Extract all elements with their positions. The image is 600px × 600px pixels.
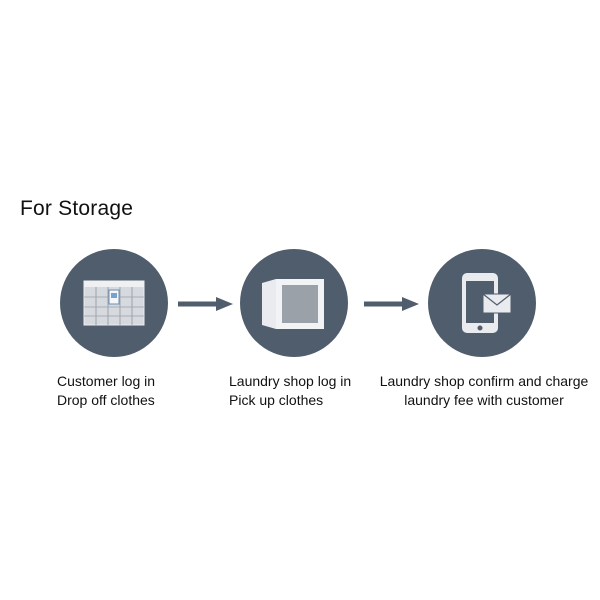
- step-1-caption-line-1: Customer log in: [57, 373, 156, 389]
- step-2-caption-line-2: Pick up clothes: [229, 392, 324, 408]
- arrow-1-icon: [178, 297, 233, 311]
- locker-door-open-icon: [262, 279, 324, 329]
- step-2-circle: [240, 249, 348, 357]
- step-3-circle: [428, 249, 536, 357]
- step-2-caption-line-1: Laundry shop log in: [229, 373, 352, 389]
- step-3-caption-line-1: Laundry shop confirm and charge: [379, 373, 589, 389]
- step-1-circle: [60, 249, 168, 357]
- phone-message-icon: [462, 273, 512, 333]
- locker-icon: [83, 280, 145, 326]
- step-3-caption: Laundry shop confirm and charge laundry …: [370, 372, 598, 410]
- step-2-caption: Laundry shop log in Pick up clothes: [229, 372, 351, 410]
- step-3-caption-line-2: laundry fee with customer: [404, 392, 564, 408]
- step-1-caption: Customer log in Drop off clothes: [57, 372, 155, 410]
- arrow-2-icon: [364, 297, 419, 311]
- diagram-title: For Storage: [20, 197, 134, 220]
- step-1-caption-line-2: Drop off clothes: [57, 392, 155, 408]
